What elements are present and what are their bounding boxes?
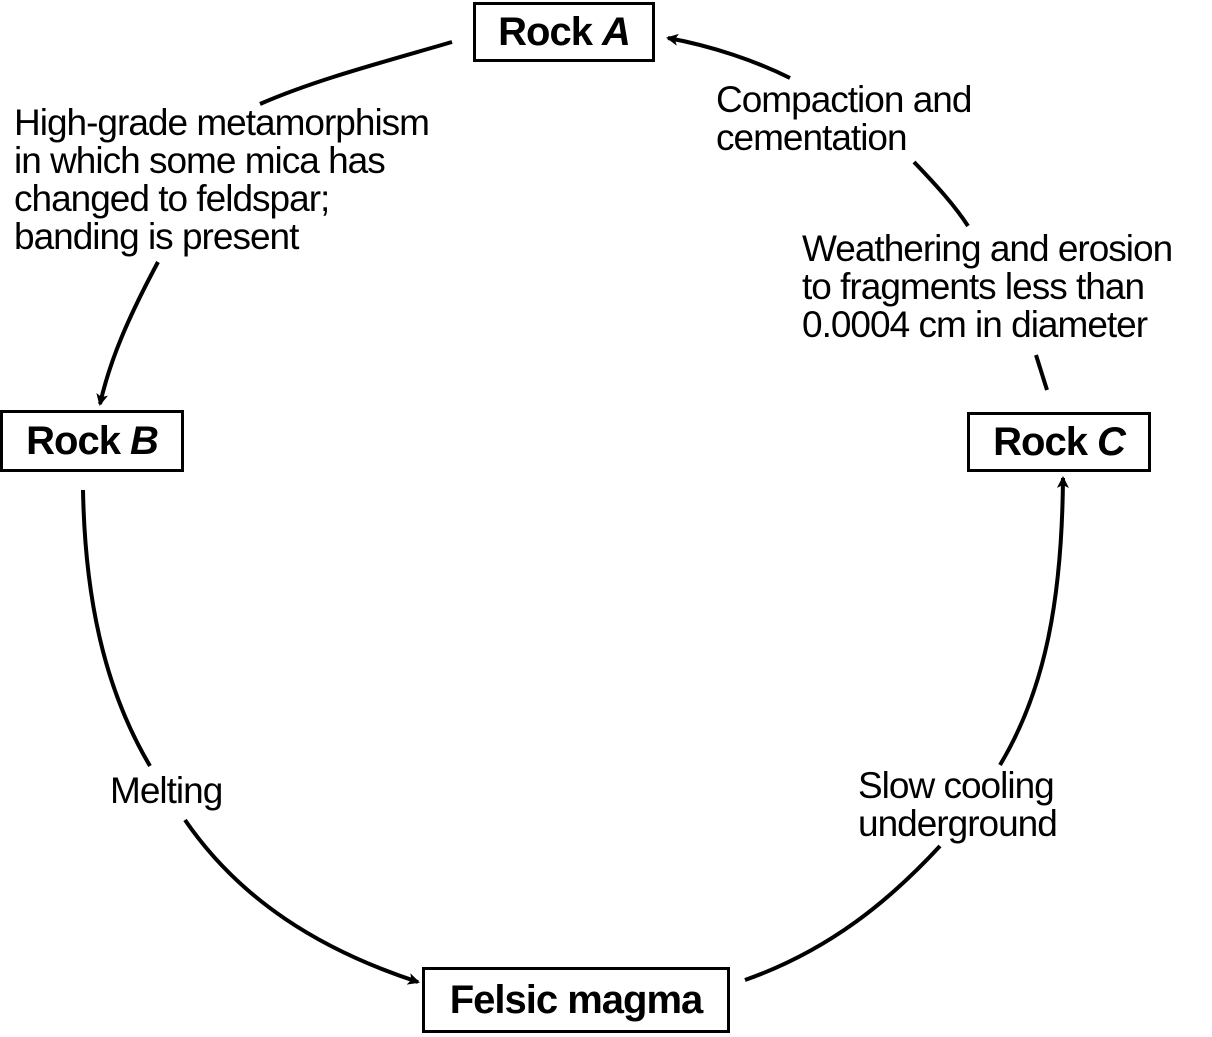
- weathering-line: 0.0004 cm in diameter: [802, 304, 1148, 345]
- felsic-magma-box: Felsic magma: [422, 967, 730, 1033]
- metamorphism-line: banding is present: [14, 216, 299, 257]
- cooling-line: Slow cooling: [858, 765, 1055, 806]
- melting-process-label: Melting: [110, 770, 223, 811]
- weathering-line: to fragments less than: [802, 266, 1145, 307]
- metamorphism-process-label: High-grade metamorphism in which some mi…: [14, 102, 430, 257]
- metamorphism-line: High-grade metamorphism: [14, 102, 430, 143]
- arrow-to-rock-c: [998, 476, 1069, 767]
- rock-b-letter: B: [129, 419, 159, 463]
- arrow-segment-rock-a-to-metamorphism: [259, 40, 453, 106]
- arrow-segment-magma-to-cooling: [744, 844, 942, 982]
- rock-c-letter: C: [1096, 420, 1126, 464]
- compaction-process-label: Compaction and cementation: [716, 79, 972, 158]
- rock-b-prefix: Rock: [26, 419, 121, 463]
- rock-c-prefix: Rock: [993, 420, 1088, 464]
- metamorphism-line: in which some mica has: [14, 140, 386, 181]
- arrow-to-rock-b: [96, 261, 160, 406]
- metamorphism-line: changed to feldspar;: [14, 178, 330, 219]
- compaction-line: Compaction and: [716, 79, 972, 120]
- felsic-magma-label: Felsic magma: [449, 978, 704, 1022]
- compaction-line: cementation: [716, 117, 908, 158]
- weathering-process-label: Weathering and erosion to fragments less…: [802, 228, 1173, 345]
- weathering-line: Weathering and erosion: [802, 228, 1173, 269]
- arrow-segment-rock-b-to-melting: [81, 489, 152, 768]
- rock-a-prefix: Rock: [498, 10, 593, 54]
- cooling-process-label: Slow cooling underground: [858, 765, 1058, 844]
- arrow-to-felsic-magma: [183, 818, 420, 985]
- rock-a-letter: A: [601, 10, 631, 54]
- arrow-segment-c-to-weathering: [1034, 354, 1049, 391]
- melting-line: Melting: [110, 770, 223, 811]
- arrow-to-rock-a: [666, 33, 791, 80]
- cooling-line: underground: [858, 803, 1058, 844]
- arrow-segment-weathering-to-compaction: [912, 160, 970, 228]
